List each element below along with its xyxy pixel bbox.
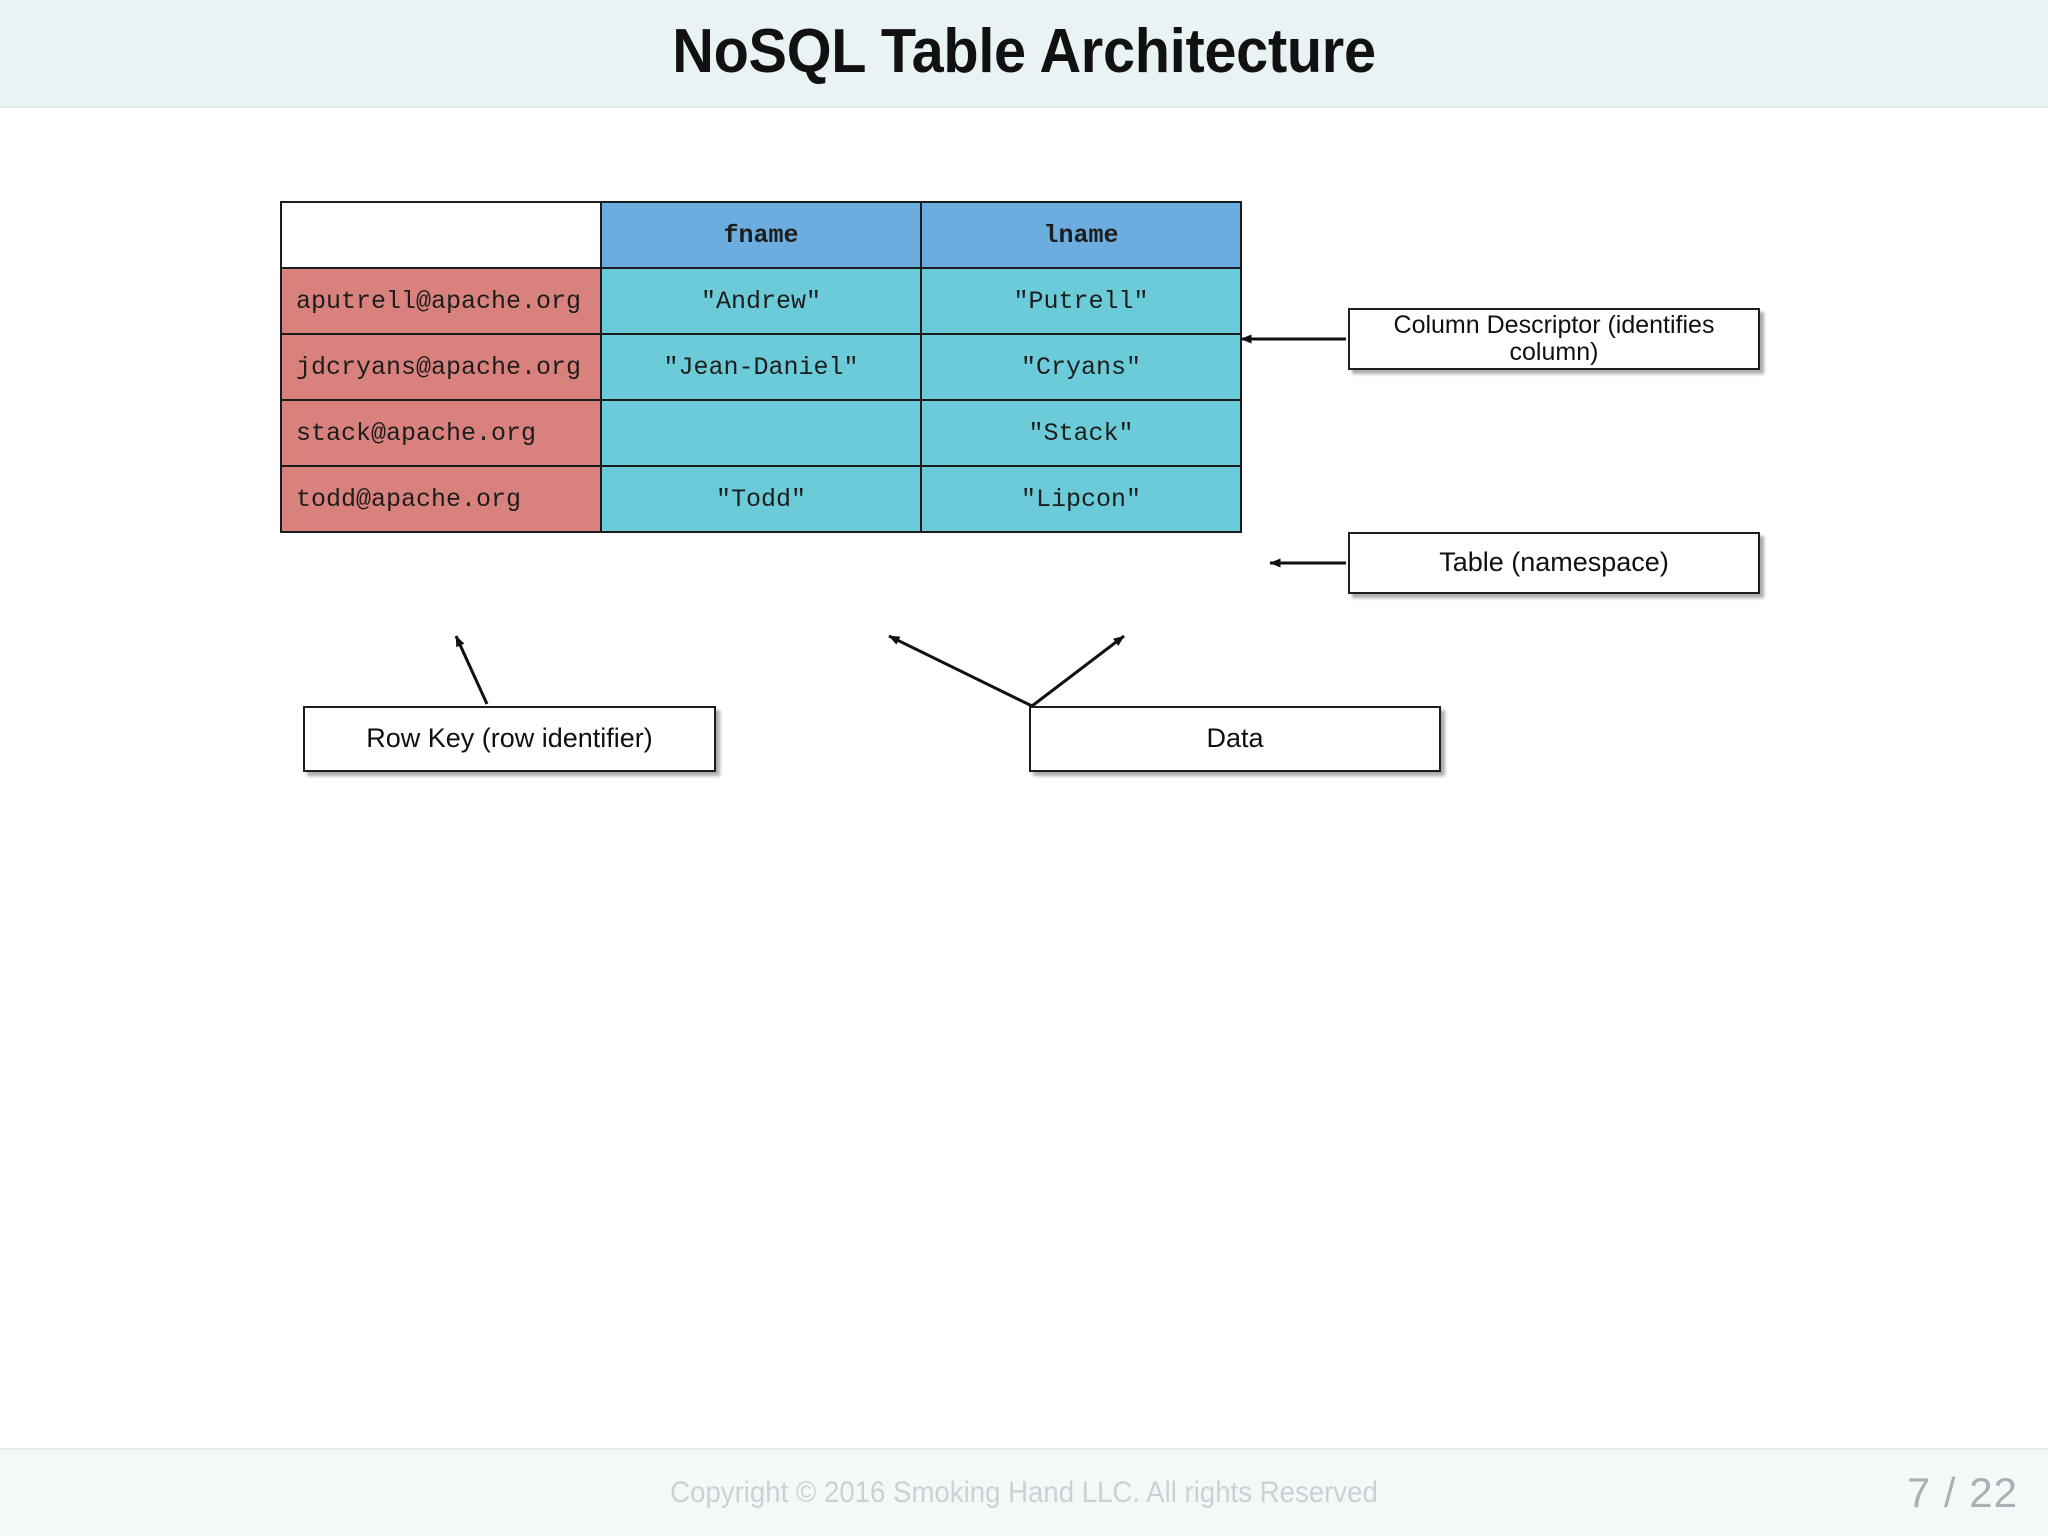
data-cell-lname: "Putrell"	[920, 267, 1242, 335]
table-corner-cell	[280, 201, 602, 269]
data-cell-lname: "Cryans"	[920, 333, 1242, 401]
table-row: aputrell@apache.org "Andrew" "Putrell"	[280, 267, 1242, 335]
arrow-data-right	[1031, 634, 1125, 708]
row-key-cell: aputrell@apache.org	[280, 267, 602, 335]
row-key-cell: stack@apache.org	[280, 399, 602, 467]
table-row: todd@apache.org "Todd" "Lipcon"	[280, 465, 1242, 533]
callout-table-namespace: Table (namespace)	[1348, 532, 1760, 594]
page-title: NoSQL Table Architecture	[672, 17, 1376, 86]
callout-data: Data	[1029, 706, 1441, 772]
data-cell-fname-empty	[600, 399, 922, 467]
data-cell-fname: "Jean-Daniel"	[600, 333, 922, 401]
slide-header-band: NoSQL Table Architecture	[0, 0, 2048, 108]
table-row: jdcryans@apache.org "Jean-Daniel" "Cryan…	[280, 333, 1242, 401]
arrow-row-key	[454, 635, 489, 705]
row-key-cell: jdcryans@apache.org	[280, 333, 602, 401]
table-header-row: fname lname	[280, 201, 1242, 269]
column-descriptor-fname: fname	[600, 201, 922, 269]
page-number: 7 / 22	[1906, 1469, 2018, 1516]
data-cell-lname: "Lipcon"	[920, 465, 1242, 533]
row-key-cell: todd@apache.org	[280, 465, 602, 533]
table-row: stack@apache.org "Stack"	[280, 399, 1242, 467]
data-cell-fname: "Todd"	[600, 465, 922, 533]
data-cell-fname: "Andrew"	[600, 267, 922, 335]
copyright-text: Copyright © 2016 Smoking Hand LLC. All r…	[670, 1476, 1378, 1509]
data-cell-lname: "Stack"	[920, 399, 1242, 467]
callout-column-descriptor: Column Descriptor (identifies column)	[1348, 308, 1760, 370]
nosql-table: fname lname aputrell@apache.org "Andrew"…	[280, 201, 1242, 533]
slide-footer-band: Copyright © 2016 Smoking Hand LLC. All r…	[0, 1448, 2048, 1536]
arrow-data-left	[888, 634, 1033, 708]
slide-body: fname lname aputrell@apache.org "Andrew"…	[0, 108, 2048, 1448]
callout-row-key: Row Key (row identifier)	[303, 706, 716, 772]
column-descriptor-lname: lname	[920, 201, 1242, 269]
